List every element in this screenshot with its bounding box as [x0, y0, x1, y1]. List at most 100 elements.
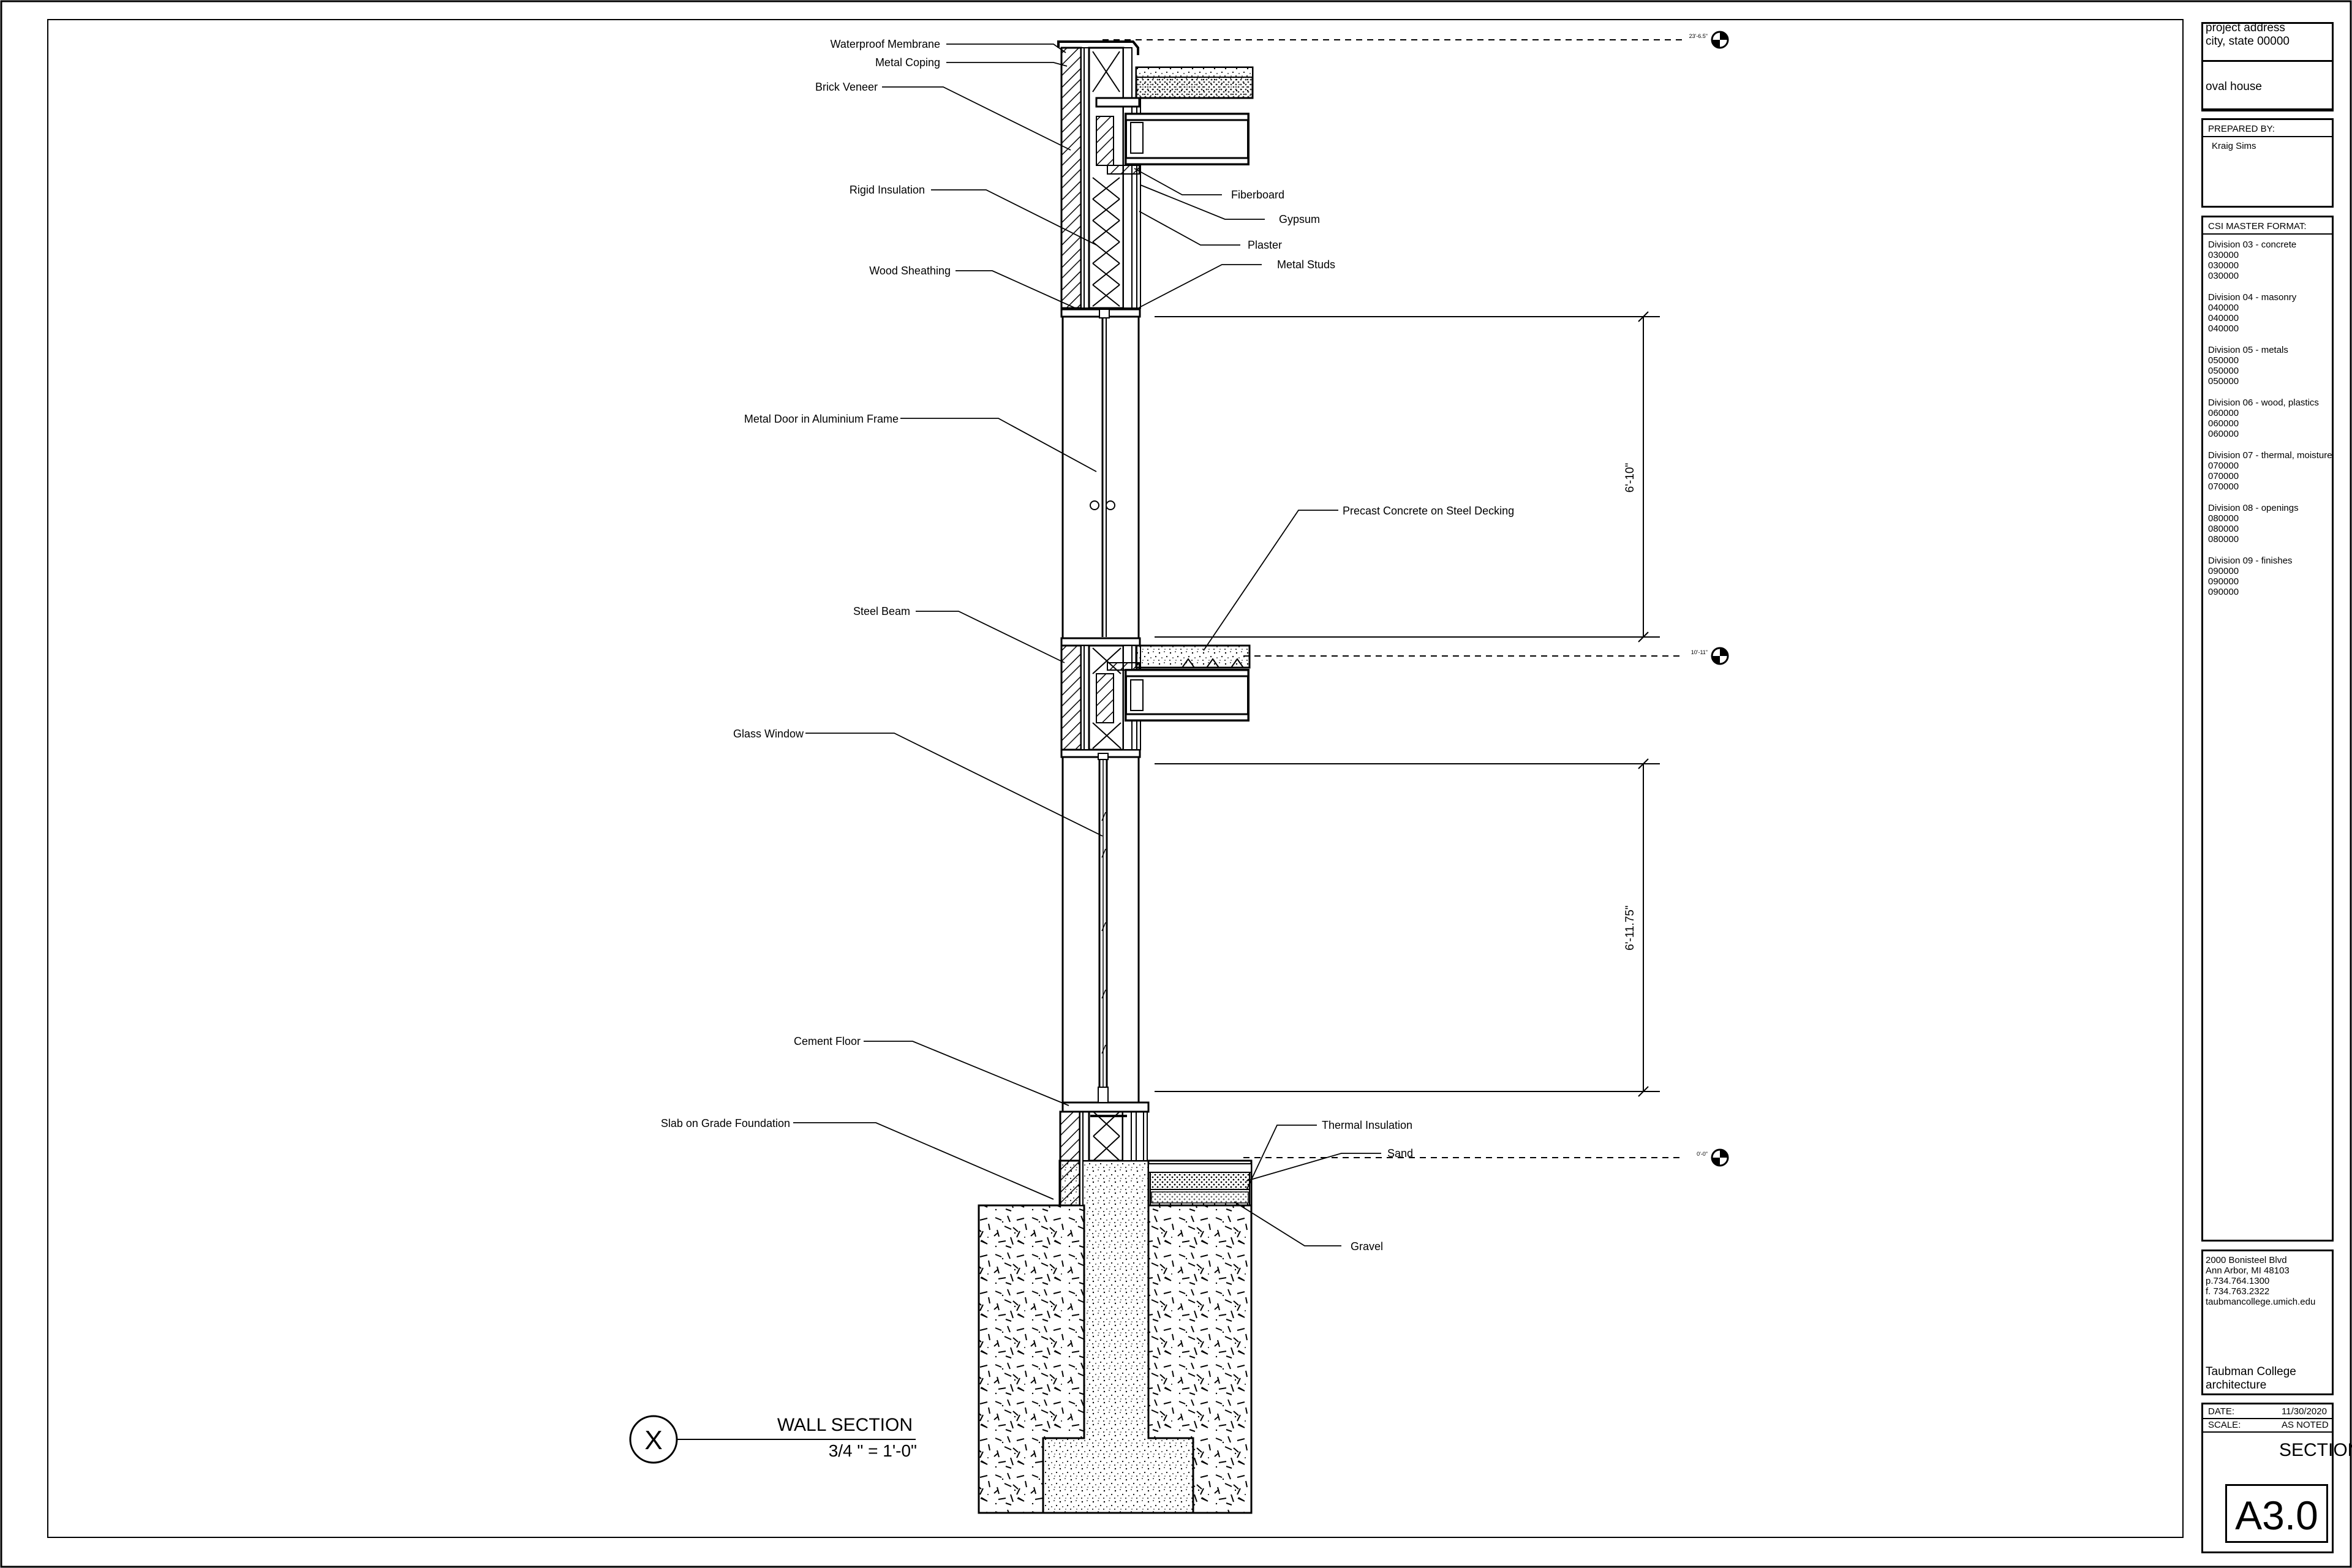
elevation-markers [1102, 39, 1684, 1158]
sheet-number: A3.0 [2235, 1493, 2318, 1538]
school-address-line: Ann Arbor, MI 48103 [2206, 1265, 2290, 1276]
label-metal-door: Metal Door in Aluminium Frame [744, 413, 899, 425]
label-rigid-insulation: Rigid Insulation [850, 184, 925, 196]
sheet-title: SECTION [2279, 1440, 2352, 1460]
elevation-symbol-base [1711, 1148, 1729, 1167]
date-value: 11/30/2020 [2282, 1406, 2327, 1417]
school-address-line: p.734.764.1300 [2206, 1276, 2270, 1286]
csi-division-code: 050000 [2208, 376, 2239, 386]
csi-division-code: 080000 [2208, 524, 2239, 534]
csi-division-code: 050000 [2208, 355, 2239, 366]
label-waterproof-membrane: Waterproof Membrane [831, 38, 940, 50]
glass-window-assembly [1060, 748, 1141, 1104]
csi-division-code: 080000 [2208, 513, 2239, 524]
csi-division-code: 090000 [2208, 587, 2239, 597]
prepared-by-label: PREPARED BY: [2208, 124, 2275, 134]
label-thermal-insulation: Thermal Insulation [1322, 1119, 1412, 1131]
date-label: DATE: [2208, 1406, 2235, 1417]
csi-division-code: 040000 [2208, 303, 2239, 313]
csi-division-code: 060000 [2208, 429, 2239, 439]
elevation-symbol-top [1711, 31, 1729, 49]
school-name-line2: architecture [2206, 1379, 2267, 1392]
school-address-line: 2000 Bonisteel Blvd [2206, 1255, 2287, 1265]
csi-division-code: 070000 [2208, 481, 2239, 492]
label-slab-foundation: Slab on Grade Foundation [661, 1117, 790, 1129]
csi-division-code: 090000 [2208, 566, 2239, 576]
elevation-label-base: 0'-0" [1697, 1151, 1708, 1157]
csi-division-name: Division 06 - wood, plastics [2208, 398, 2319, 408]
drawing-title: X WALL SECTION 3/4 " = 1'-0" [629, 1415, 917, 1464]
drawing-title-text: WALL SECTION [777, 1415, 913, 1435]
label-metal-studs: Metal Studs [1277, 258, 1335, 271]
steel-beam [1125, 669, 1250, 722]
label-plaster: Plaster [1248, 239, 1282, 251]
titleblock-sheet: DATE: 11/30/2020 SCALE: AS NOTED SECTION… [2201, 1403, 2352, 1553]
label-steel-beam: Steel Beam [853, 605, 910, 617]
mid-floor-assembly [1060, 637, 1251, 751]
dimension-upper: 6'-10" [1624, 463, 1637, 492]
label-brick-veneer: Brick Veneer [815, 81, 878, 93]
csi-division-code: 030000 [2208, 250, 2239, 260]
titleblock-prepared: PREPARED BY: Kraig Sims [2201, 118, 2334, 208]
titleblock-top: city, state 00000 oval house [2201, 35, 2334, 110]
project-address: project address [2206, 21, 2285, 34]
csi-division-code: 030000 [2208, 271, 2239, 281]
csi-division-name: Division 05 - metals [2208, 345, 2288, 355]
label-fiberboard: Fiberboard [1231, 189, 1284, 201]
dimension-lower: 6'-11.75" [1624, 905, 1637, 950]
elevation-label-top: 23'-6.5" [1689, 33, 1708, 39]
elevation-symbol-mid [1711, 647, 1729, 665]
titleblock-top-border [2201, 22, 2334, 111]
csi-division-code: 070000 [2208, 461, 2239, 471]
sand-layer [1150, 1172, 1250, 1190]
elevation-label-mid: 10'-11" [1691, 649, 1708, 655]
csi-division-code: 080000 [2208, 534, 2239, 545]
label-sand: Sand [1387, 1147, 1413, 1159]
label-gypsum: Gypsum [1279, 213, 1320, 225]
school-name-line1: Taubman College [2206, 1365, 2296, 1378]
drawing-scale-text: 3/4 " = 1'-0" [829, 1441, 917, 1460]
sheet-number-box: A3.0 [2225, 1484, 2328, 1543]
label-precast-concrete: Precast Concrete on Steel Decking [1343, 505, 1514, 517]
scale-value: AS NOTED [2282, 1420, 2329, 1430]
drawing-frame [47, 19, 2184, 1538]
csi-division-name: Division 08 - openings [2208, 503, 2299, 513]
csi-division-code: 060000 [2208, 408, 2239, 418]
foundation [978, 1159, 1253, 1514]
label-wood-sheathing: Wood Sheathing [869, 265, 951, 277]
school-address-line: taubmancollege.umich.edu [2206, 1297, 2316, 1307]
csi-division-code: 090000 [2208, 576, 2239, 587]
label-gravel: Gravel [1351, 1240, 1383, 1253]
label-cement-floor: Cement Floor [794, 1035, 861, 1047]
project-name: oval house [2206, 80, 2262, 93]
csi-division-name: Division 07 - thermal, moisture [2208, 450, 2332, 461]
csi-label: CSI MASTER FORMAT: [2208, 221, 2307, 232]
csi-division-code: 040000 [2208, 313, 2239, 323]
csi-division-code: 060000 [2208, 418, 2239, 429]
section-marker-letter: X [644, 1425, 662, 1455]
metal-door-assembly [1060, 308, 1141, 639]
csi-division-name: Division 04 - masonry [2208, 292, 2297, 303]
project-address-line2: city, state 00000 [2206, 35, 2290, 48]
metal-coping [1057, 40, 1139, 55]
school-address-line: f. 734.763.2322 [2206, 1286, 2270, 1297]
roof-parapet-assembly [1057, 40, 1254, 309]
csi-division-code: 040000 [2208, 323, 2239, 334]
label-metal-coping: Metal Coping [875, 56, 940, 69]
leader-lines [793, 43, 1381, 1246]
prepared-by-name: Kraig Sims [2212, 141, 2256, 151]
csi-division-code: 030000 [2208, 260, 2239, 271]
scale-label: SCALE: [2208, 1420, 2241, 1430]
